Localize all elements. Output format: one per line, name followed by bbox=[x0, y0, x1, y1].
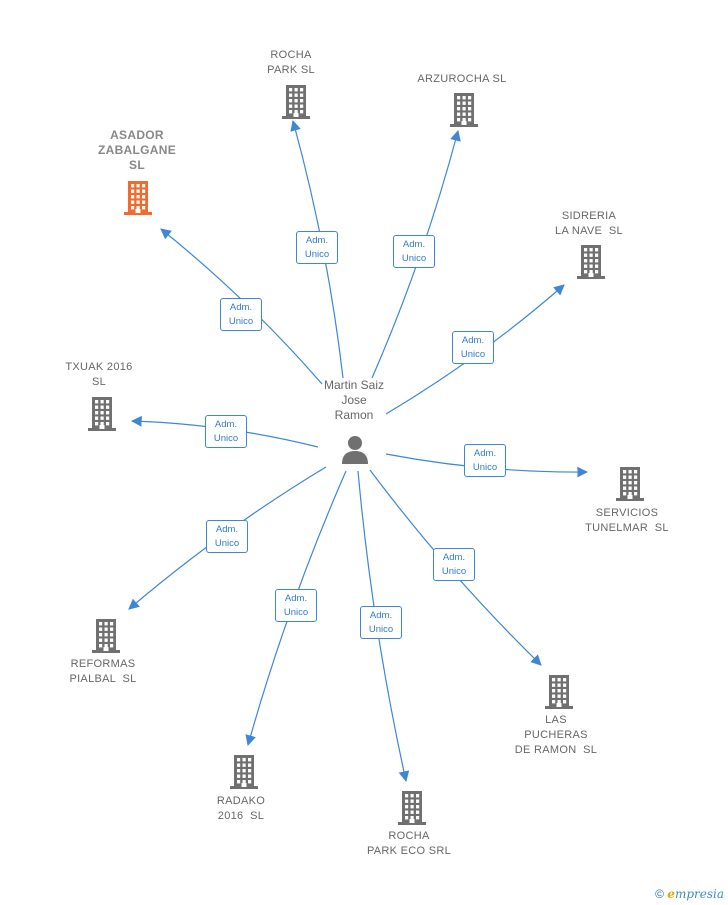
brand-logo: © empresia bbox=[655, 887, 724, 901]
company-name-txuak[interactable]: TXUAK 2016 SL bbox=[65, 361, 133, 388]
role-badge-pucheras: Adm. Unico bbox=[433, 548, 475, 581]
company-name-arzurocha[interactable]: ARZUROCHA SL bbox=[417, 73, 507, 85]
person-name[interactable]: Martin Saiz Jose Ramon bbox=[323, 378, 385, 422]
company-name-rocha-park[interactable]: ROCHA PARK SL bbox=[267, 49, 315, 76]
company-name-servicios[interactable]: SERVICIOS TUNELMAR SL bbox=[585, 507, 669, 534]
company-name-reformas[interactable]: REFORMAS PIALBAL SL bbox=[69, 658, 137, 685]
role-badge-servicios: Adm. Unico bbox=[464, 444, 506, 477]
role-badge-reformas: Adm. Unico bbox=[206, 520, 248, 553]
role-badge-asador: Adm. Unico bbox=[220, 298, 262, 331]
company-name-asador[interactable]: ASADOR ZABALGANE SL bbox=[97, 128, 177, 172]
role-badge-radako: Adm. Unico bbox=[275, 589, 317, 622]
role-badge-arzurocha: Adm. Unico bbox=[393, 235, 435, 268]
building-icon[interactable] bbox=[228, 754, 260, 790]
building-icon[interactable] bbox=[448, 92, 480, 128]
company-name-pucheras[interactable]: LAS PUCHERAS DE RAMON SL bbox=[514, 714, 598, 756]
company-name-radako[interactable]: RADAKO 2016 SL bbox=[216, 795, 266, 822]
role-badge-sidreria: Adm. Unico bbox=[452, 331, 494, 364]
company-name-sidreria[interactable]: SIDRERIA LA NAVE SL bbox=[555, 210, 623, 237]
building-icon[interactable] bbox=[614, 466, 646, 502]
building-icon[interactable] bbox=[122, 180, 154, 216]
building-icon[interactable] bbox=[396, 790, 428, 826]
building-icon[interactable] bbox=[280, 84, 312, 120]
company-name-rocha-eco[interactable]: ROCHA PARK ECO SRL bbox=[366, 830, 452, 857]
building-icon[interactable] bbox=[86, 396, 118, 432]
building-icon[interactable] bbox=[543, 674, 575, 710]
person-icon[interactable] bbox=[340, 434, 370, 464]
building-icon[interactable] bbox=[90, 618, 122, 654]
role-badge-txuak: Adm. Unico bbox=[205, 415, 247, 448]
role-badge-rocha-park: Adm. Unico bbox=[296, 231, 338, 264]
building-icon[interactable] bbox=[575, 244, 607, 280]
role-badge-rocha-eco: Adm. Unico bbox=[360, 606, 402, 639]
